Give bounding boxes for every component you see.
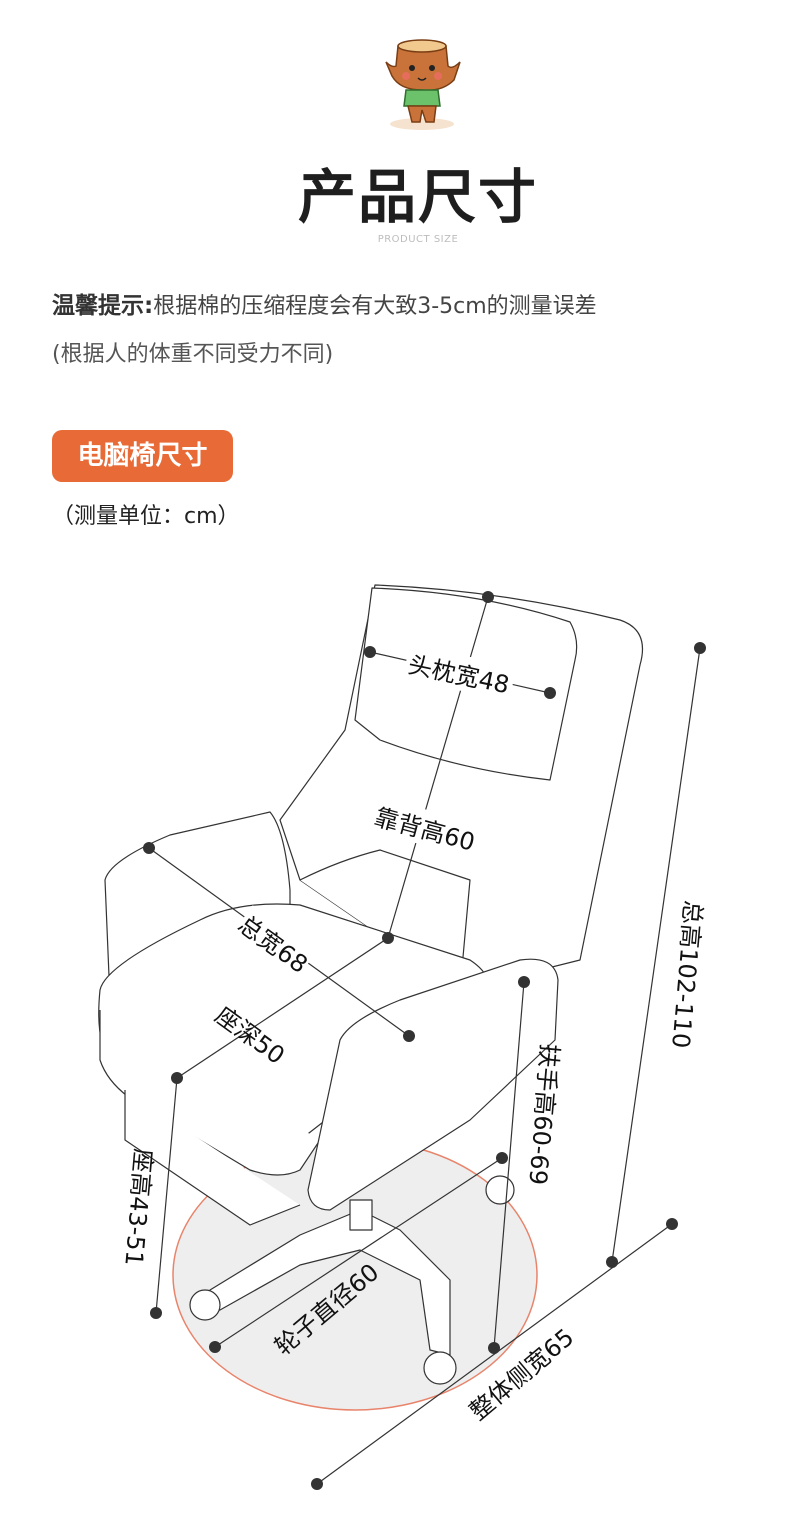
tip-note: (根据人的体重不同受力不同): [52, 342, 334, 367]
tip-line: 温馨提示:根据棉的压缩程度会有大致3-5cm的测量误差: [52, 286, 597, 320]
tip-label: 温馨提示:: [52, 293, 154, 319]
page-title: 产品尺寸: [297, 163, 538, 231]
mascot-logo: [385, 39, 461, 130]
page-subtitle: PRODUCT SIZE: [377, 234, 459, 245]
chair-diagram: [98, 584, 706, 1490]
tip-text: 根据棉的压缩程度会有大致3-5cm的测量误差: [153, 294, 597, 319]
unit-note: （测量单位：cm）: [52, 504, 240, 529]
chair-outline: [98, 584, 644, 1385]
section-badge: 电脑椅尺寸: [52, 430, 233, 482]
dimension-points: [143, 591, 706, 1490]
